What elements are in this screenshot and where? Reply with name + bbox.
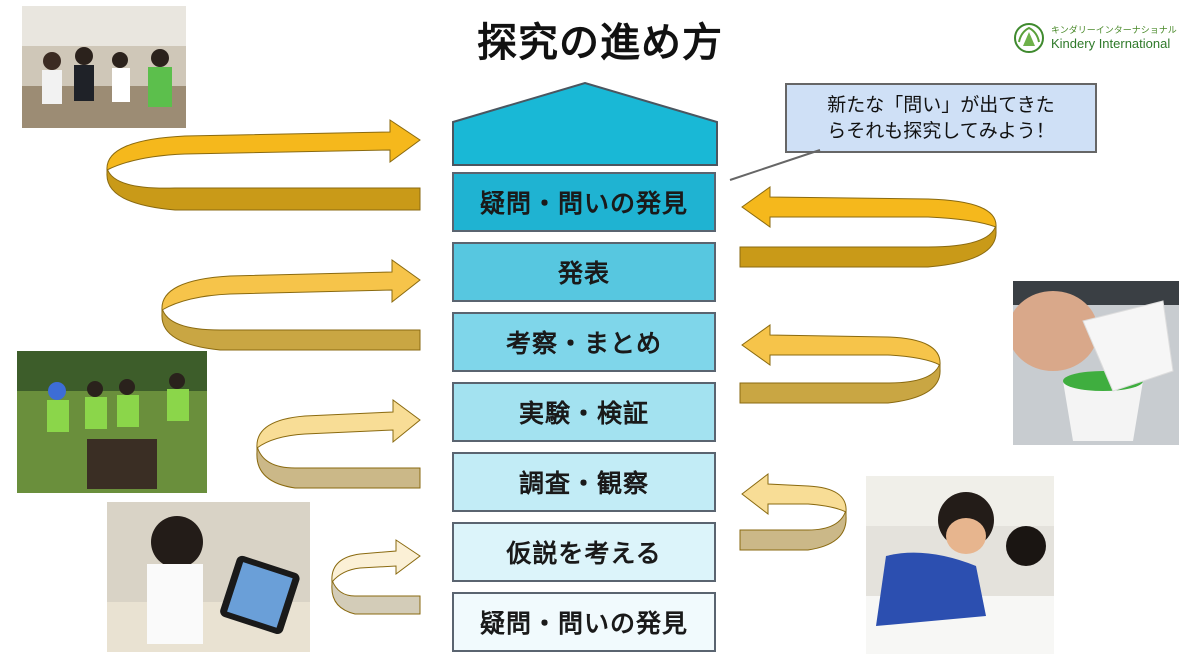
spiral-arrow-right-3 — [739, 472, 847, 551]
callout-line-2: らそれも探究してみよう！ — [827, 120, 1055, 142]
step-experiment-verification: 実験・検証 — [452, 382, 716, 442]
logo-text-en: Kindery International — [1051, 36, 1171, 51]
callout-pointer — [729, 149, 821, 181]
photo-child-with-tablet — [107, 502, 310, 652]
laurel-emblem-icon — [1014, 23, 1044, 53]
step-question-discovery-top: 疑問・問いの発見 — [452, 172, 716, 232]
step-label: 考察・まとめ — [505, 329, 662, 358]
spiral-arrow-left-2 — [161, 259, 421, 351]
step-consideration-summary: 考察・まとめ — [452, 312, 716, 372]
step-research-observation: 調査・観察 — [452, 452, 716, 512]
brand-logo: キンダリーインターナショナル Kindery International — [1013, 22, 1193, 56]
photo-child-writing — [866, 476, 1054, 654]
callout-line-1: 新たな「問い」が出てきた — [827, 94, 1055, 116]
photo-experiment-cup — [1013, 281, 1179, 445]
step-presentation: 発表 — [452, 242, 716, 302]
photo-outdoor-activity — [17, 351, 207, 493]
step-label: 仮説を考える — [506, 539, 662, 568]
spiral-arrow-left-3 — [256, 399, 421, 489]
spiral-arrow-left-1 — [106, 119, 421, 211]
step-hypothesis: 仮説を考える — [452, 522, 716, 582]
photo-classroom-children — [22, 6, 186, 128]
step-label: 疑問・問いの発見 — [479, 609, 688, 638]
step-question-discovery-base: 疑問・問いの発見 — [452, 592, 716, 652]
spiral-arrow-right-2 — [739, 324, 941, 404]
spiral-arrow-left-4 — [331, 539, 421, 615]
step-label: 実験・検証 — [518, 399, 649, 428]
step-label: 調査・観察 — [518, 469, 649, 498]
pyramid-roof — [452, 82, 718, 166]
step-label: 疑問・問いの発見 — [479, 189, 688, 218]
spiral-arrow-right-1 — [739, 186, 997, 268]
step-label: 発表 — [557, 259, 610, 288]
logo-text-jp: キンダリーインターナショナル — [1051, 26, 1177, 36]
speech-callout: 新たな「問い」が出てきた らそれも探究してみよう！ — [785, 83, 1097, 153]
page-title: 探究の進め方 — [477, 20, 723, 66]
